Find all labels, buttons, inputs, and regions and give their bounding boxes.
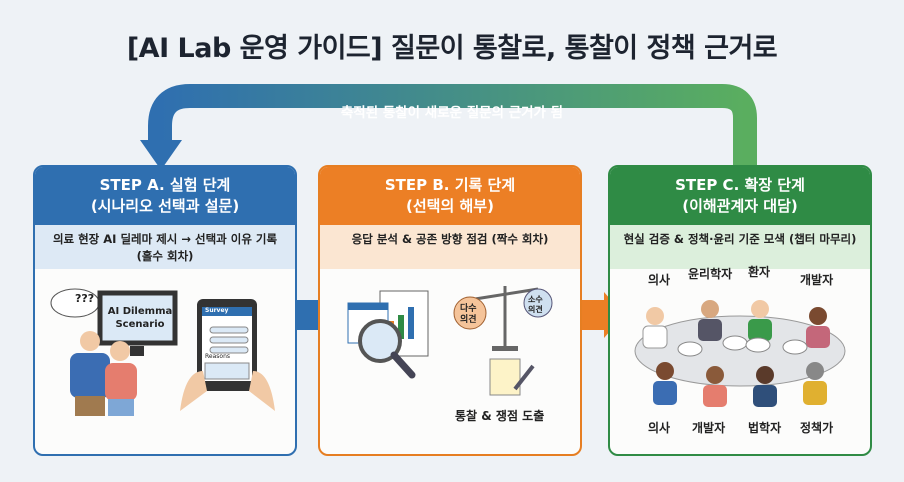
role-label: 의사 — [648, 421, 671, 435]
role-label: 개발자 — [800, 273, 834, 287]
step-c-card: STEP C. 확장 단계 (이해관계자 대담) 현실 검증 & 정책·윤리 기준… — [608, 165, 872, 456]
majority-label-2: 의견 — [460, 315, 477, 325]
step-a-title: STEP A. 실험 단계 — [99, 176, 231, 194]
page-title: [AI Lab 운영 가이드] 질문이 통찰로, 통찰이 정책 근거로 — [126, 33, 778, 64]
step-c-desc: 현실 검증 & 정책·윤리 기준 모색 (챕터 마무리) — [623, 232, 857, 246]
role-label: 법학자 — [748, 421, 782, 435]
step-b-title: STEP B. 기록 단계 — [384, 176, 516, 194]
tablet-title: Survey — [205, 307, 229, 314]
monitor-text-2: Scenario — [115, 319, 165, 330]
step-a-card: STEP A. 실험 단계 (시나리오 선택과 설문) 의료 현장 AI 딜레마 … — [33, 165, 297, 456]
step-b-desc: 응답 분석 & 공존 방향 점검 (짝수 회차) — [351, 232, 549, 246]
role-label: 환자 — [748, 265, 771, 279]
tablet-reasons-label: Reasons — [205, 353, 230, 360]
minority-label-2: 의견 — [528, 305, 543, 314]
insight-output-label: 통찰 & 쟁점 도출 — [455, 409, 545, 423]
step-c-subtitle: (이해관계자 대담) — [682, 197, 798, 215]
step-b-subtitle: (선택의 해부) — [406, 197, 494, 215]
role-label: 개발자 — [692, 421, 726, 435]
minority-label: 소수 — [528, 295, 543, 304]
role-label: 의사 — [648, 273, 671, 287]
thought-bubble-text: ??? — [75, 292, 95, 305]
step-a-subtitle: (시나리오 선택과 설문) — [90, 197, 240, 215]
loop-label: 축적된 통찰이 새로운 질문의 근거가 됨 — [340, 105, 564, 121]
step-b-card: STEP B. 기록 단계 (선택의 해부) 응답 분석 & 공존 방향 점검 (… — [318, 165, 582, 456]
role-label: 윤리학자 — [688, 267, 733, 281]
majority-label: 다수 — [460, 304, 477, 314]
analysis-illustration — [347, 286, 553, 396]
scenario-illustration — [50, 288, 275, 416]
step-c-title: STEP C. 확장 단계 — [675, 176, 805, 194]
roundtable-illustration — [634, 300, 846, 407]
monitor-text: AI Dilemma — [107, 306, 173, 317]
step-a-desc: 의료 현장 AI 딜레마 제시 → 선택과 이유 기록 — [52, 232, 278, 246]
feedback-loop-arrow — [140, 84, 757, 170]
step-a-desc-note: (홀수 회차) — [136, 249, 194, 263]
role-label: 정책가 — [800, 421, 834, 435]
